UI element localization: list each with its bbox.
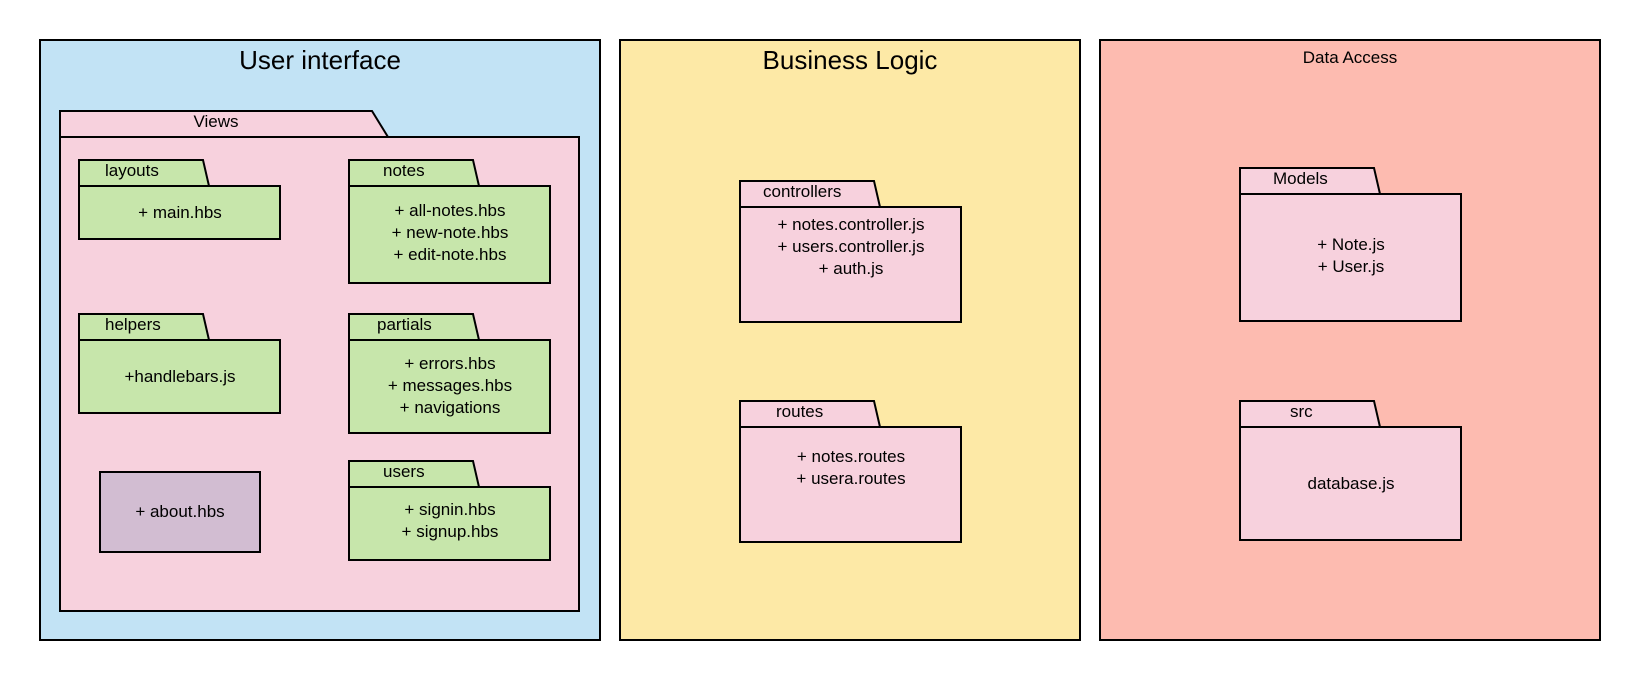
helpers-item: +handlebars.js [124, 366, 236, 386]
user-interface-title: User interface [239, 45, 401, 75]
routes-item: + notes.routes [796, 447, 906, 466]
data-access-layer: Data Access Models + Note.js + User.js s… [1099, 39, 1601, 641]
src-label: src [1290, 402, 1313, 421]
partials-item: + navigations [399, 398, 501, 417]
models-label: Models [1273, 169, 1328, 188]
partials-item: + errors.hbs [404, 354, 496, 373]
layouts-item: + main.hbs [138, 202, 222, 222]
users-item: + signup.hbs [401, 522, 499, 541]
users-package-outline [348, 460, 551, 561]
partials-label: partials [377, 315, 432, 334]
partials-package-outline [348, 313, 551, 434]
notes-package-outline [348, 159, 551, 284]
controllers-item: + auth.js [818, 259, 884, 278]
user-interface-layer: User interface Views layouts + main.hbs [39, 39, 601, 641]
routes-label: routes [776, 402, 824, 421]
layouts-package-outline [78, 159, 281, 240]
routes-item: + usera.routes [796, 469, 906, 488]
controllers-package-outline [739, 180, 962, 323]
business-logic-title: Business Logic [762, 45, 938, 75]
models-package-outline [1239, 167, 1462, 322]
about-label: + about.hbs [135, 502, 225, 521]
src-items: database.js [1240, 427, 1462, 540]
models-item: + User.js [1317, 257, 1385, 276]
notes-items: + all-notes.hbs + new-note.hbs + edit-no… [349, 200, 551, 266]
controllers-item: + users.controller.js [777, 237, 925, 256]
helpers-items: +handlebars.js [79, 340, 281, 413]
business-logic-layer: Business Logic controllers + notes.contr… [619, 39, 1081, 641]
layouts-label: layouts [105, 161, 159, 180]
helpers-package-outline [78, 313, 281, 414]
models-items: + Note.js + User.js [1240, 234, 1462, 278]
users-items: + signin.hbs + signup.hbs [349, 499, 551, 543]
views-label: Views [193, 112, 239, 131]
partials-items: + errors.hbs + messages.hbs + navigation… [349, 353, 551, 419]
users-item: + signin.hbs [404, 500, 496, 519]
notes-item: + all-notes.hbs [394, 201, 506, 220]
controllers-label: controllers [763, 182, 842, 201]
notes-item: + edit-note.hbs [393, 245, 507, 264]
models-item: + Note.js [1317, 235, 1385, 254]
src-package-outline [1239, 400, 1462, 541]
notes-item: + new-note.hbs [391, 223, 509, 242]
src-item: database.js [1307, 473, 1395, 493]
notes-label: notes [383, 161, 425, 180]
routes-package-outline [739, 400, 962, 543]
about-box: + about.hbs [99, 471, 261, 553]
users-label: users [383, 462, 425, 481]
layouts-items: + main.hbs [79, 186, 281, 239]
controllers-item: + notes.controller.js [777, 215, 925, 234]
helpers-label: helpers [105, 315, 161, 334]
partials-item: + messages.hbs [387, 376, 513, 395]
routes-items: + notes.routes + usera.routes [740, 446, 962, 490]
controllers-items: + notes.controller.js + users.controller… [740, 214, 962, 280]
data-access-title: Data Access [1302, 48, 1398, 67]
